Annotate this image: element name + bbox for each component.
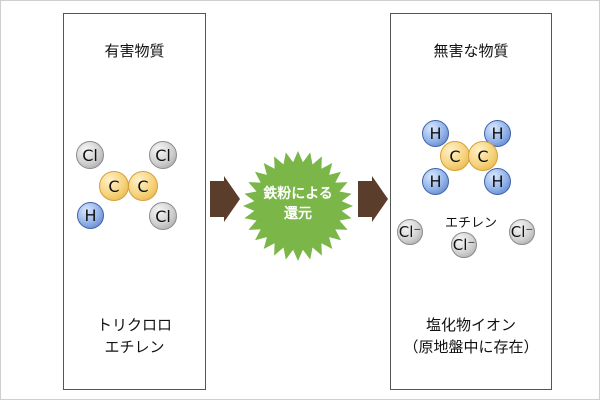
right-arrow-icon xyxy=(210,176,240,222)
chloride-ion: Cl⁻ xyxy=(509,219,535,245)
chlorine-atom: Cl xyxy=(76,141,104,169)
ethylene-label: エチレン xyxy=(444,216,497,231)
harmful-substance-panel: 有害物質 Cl Cl C C H Cl トリクロロ エチレン xyxy=(63,13,206,390)
starburst-icon xyxy=(243,151,353,261)
trichloroethylene-caption-line1: トリクロロ xyxy=(96,316,172,334)
carbon-atom: C xyxy=(440,141,470,171)
trichloroethylene-caption-line2: エチレン xyxy=(104,338,165,356)
chloride-ion-caption-line2: （原地盤中に存在） xyxy=(403,338,539,356)
chloride-ion: Cl⁻ xyxy=(397,219,423,245)
hydrogen-atom: H xyxy=(484,168,511,195)
hydrogen-atom: H xyxy=(422,120,449,147)
burst-text-line1: 鉄粉による xyxy=(263,186,333,202)
harmful-substance-title: 有害物質 xyxy=(104,42,165,60)
chloride-ion: Cl⁻ xyxy=(451,232,477,258)
harmless-substance-title: 無害な物質 xyxy=(433,42,509,60)
hydrogen-atom: H xyxy=(77,202,104,229)
right-arrow-icon xyxy=(358,176,388,222)
chlorine-atom: Cl xyxy=(149,141,177,169)
iron-powder-reduction-burst: 鉄粉による 還元 xyxy=(242,150,354,262)
carbon-atom: C xyxy=(99,171,129,201)
chlorine-atom: Cl xyxy=(149,202,177,230)
carbon-atom: C xyxy=(468,141,498,171)
burst-text-line2: 還元 xyxy=(284,206,312,222)
harmless-substance-panel: 無害な物質 H H C C H H エチレン Cl⁻ Cl⁻ Cl⁻ 塩化物イオ… xyxy=(390,13,552,390)
carbon-atom: C xyxy=(128,171,158,201)
chloride-ion-caption-line1: 塩化物イオン xyxy=(425,316,516,334)
hydrogen-atom: H xyxy=(422,168,449,195)
